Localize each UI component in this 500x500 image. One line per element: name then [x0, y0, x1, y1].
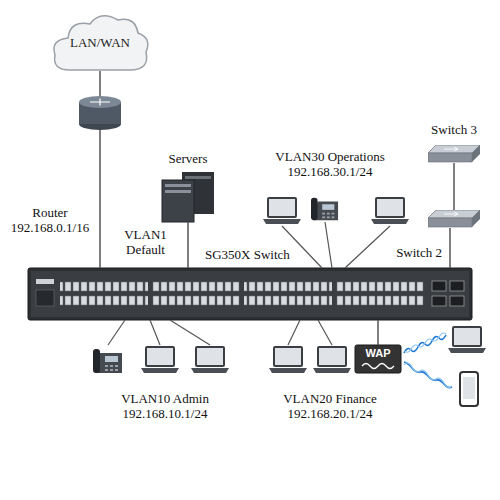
node-label: Switch 2 [396, 246, 442, 261]
switch-icon [428, 145, 480, 162]
port-block [244, 280, 332, 308]
wire [170, 320, 210, 345]
network-link [449, 228, 451, 268]
network-link [453, 163, 455, 210]
mobile-icon [460, 372, 478, 406]
port-block [152, 280, 240, 308]
wire [108, 320, 125, 345]
wire [318, 320, 332, 345]
laptop-icon [313, 347, 351, 373]
switch-node: Switch 2 [428, 210, 480, 228]
cloud-shape [54, 16, 148, 70]
network-link [377, 320, 379, 345]
phone-icon [311, 198, 338, 220]
switch-icon [428, 210, 480, 227]
router-top [79, 96, 121, 108]
sfp-port [450, 296, 464, 306]
wire [288, 320, 300, 345]
label-slot: VLAN10 Admin 192.168.10.1/24 [95, 392, 235, 422]
cloud-node: LAN/WAN [55, 15, 145, 71]
vlan-label: VLAN30 Operations 192.168.30.1/24 [255, 150, 405, 180]
sfp-port [450, 281, 464, 291]
device-wires [108, 222, 390, 345]
server-slot [185, 176, 211, 179]
node-label: SG350X Switch [205, 248, 290, 263]
main-switch [28, 268, 472, 320]
port-block [60, 280, 148, 308]
network-link [187, 222, 189, 268]
wap-wave [362, 364, 394, 369]
vlan-label: VLAN10 Admin 192.168.10.1/24 [95, 392, 235, 422]
switch-console [36, 290, 54, 306]
wap-body [355, 345, 401, 373]
router-node: Router 192.168.0.1/16 [78, 96, 122, 130]
node-label: Servers [169, 152, 208, 167]
phone-icon [93, 349, 122, 373]
label-slot: VLAN1 Default [118, 228, 173, 258]
node-text: LAN/WAN [70, 36, 130, 51]
wire [345, 226, 390, 268]
laptop-icon [371, 198, 409, 224]
server-node: Servers [160, 172, 216, 222]
vlan-label: VLAN1 Default [118, 228, 173, 258]
sfp-port [432, 281, 446, 291]
laptop-icon [448, 327, 486, 353]
mobile-body [460, 372, 478, 406]
wire [150, 320, 160, 345]
sfp-port [432, 296, 446, 306]
laptop-icon [263, 198, 301, 224]
port-block [336, 280, 424, 308]
switch-chassis [28, 268, 472, 320]
router-arrows [90, 99, 110, 106]
network-link [99, 130, 101, 268]
wireless-link [404, 362, 452, 388]
node-text: WAP [365, 347, 390, 359]
server-slot [165, 184, 191, 187]
wireless-link [404, 363, 452, 388]
wireless-link [404, 333, 446, 352]
laptop-icon [191, 347, 229, 373]
server-slot [165, 190, 191, 193]
switch-logo [36, 279, 54, 284]
router-icon [79, 96, 121, 130]
wap-node: WAP [355, 345, 401, 373]
laptop-icon [269, 347, 307, 373]
server-icon [162, 172, 214, 222]
switch-face [31, 271, 469, 317]
node-label: Router 192.168.0.1/16 [5, 206, 95, 236]
server-tower [162, 180, 194, 222]
laptop-icon [141, 347, 179, 373]
wire [325, 222, 332, 268]
label-slot: VLAN30 Operations 192.168.30.1/24 [255, 150, 405, 180]
network-link [99, 71, 101, 96]
node-label: Switch 3 [431, 123, 477, 138]
label-slot: VLAN20 Finance 192.168.20.1/24 [260, 392, 400, 422]
vlan-label: VLAN20 Finance 192.168.20.1/24 [260, 392, 400, 422]
switch-node: Switch 3 [428, 145, 480, 163]
mobile-screen [463, 377, 475, 399]
main-switch-node: SG350X Switch [28, 268, 472, 320]
